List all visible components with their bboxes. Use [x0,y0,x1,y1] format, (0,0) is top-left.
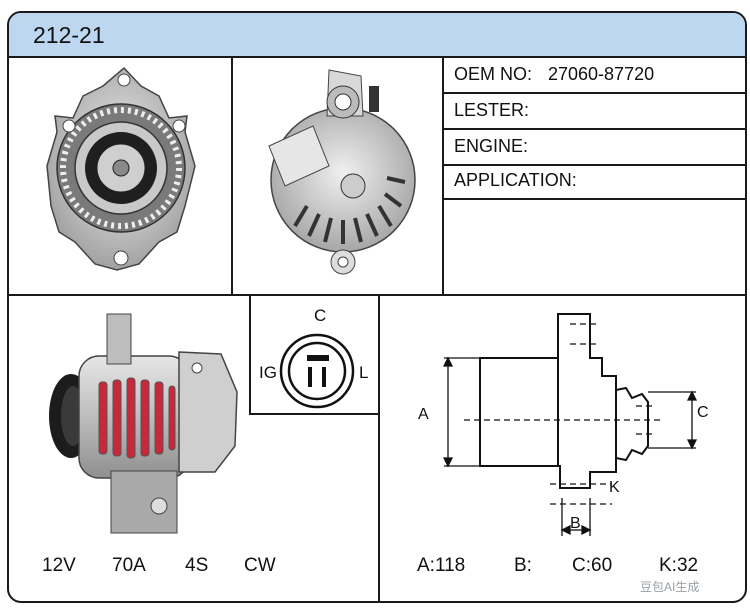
dim-label-b: B [570,515,581,532]
plug-terminal-c: C [314,306,327,325]
application-row: APPLICATION: [444,164,745,200]
divider-top-left [231,56,233,294]
dim-label-c: C [697,404,709,421]
dimension-c: C:60 [572,555,613,576]
groove: 4S [185,555,209,576]
watermark: 豆包AI生成 [640,580,700,594]
dimension-a: A:118 [417,555,466,576]
lester-label: LESTER: [454,100,530,120]
plug-pin-top [307,355,329,361]
plug-inner-ring [287,341,347,401]
amperage: 70A [112,555,146,576]
plug-terminal-l: L [359,363,369,382]
dimension-k: K:32 [659,555,699,576]
part-number: 212-21 [33,22,105,48]
alternator-side-view [49,313,238,534]
rotation: CW [244,555,276,576]
oem-row: OEM NO: 27060-87720 [444,58,745,94]
divider-bottom [378,296,380,601]
application-label: APPLICATION: [454,170,577,190]
plug-connector-diagram [279,333,355,409]
spec-sheet: 212-21 OEM NO: 27060-87720 LESTER: ENGIN… [7,11,747,603]
plug-pin-right [322,367,326,387]
divider-top-right [442,56,444,294]
lester-row: LESTER: [444,94,745,130]
engine-row: ENGINE: [444,130,745,166]
plug-pin-left [308,367,312,387]
oem-value: 27060-87720 [548,64,655,84]
dimension-b: B: [514,555,532,576]
plug-box-left [249,296,251,415]
dim-label-k: K [609,479,620,496]
dimension-drawing [442,313,698,536]
divider-middle [9,294,745,296]
oem-label: OEM NO: [454,64,533,84]
plug-box-bottom [249,413,380,415]
alternator-front-view [46,66,196,271]
dim-label-a: A [418,406,429,423]
plug-terminal-ig: IG [259,363,277,382]
header-bar: 212-21 [9,13,745,58]
voltage: 12V [42,555,76,576]
alternator-rear-view [268,69,416,275]
engine-label: ENGINE: [454,136,529,156]
